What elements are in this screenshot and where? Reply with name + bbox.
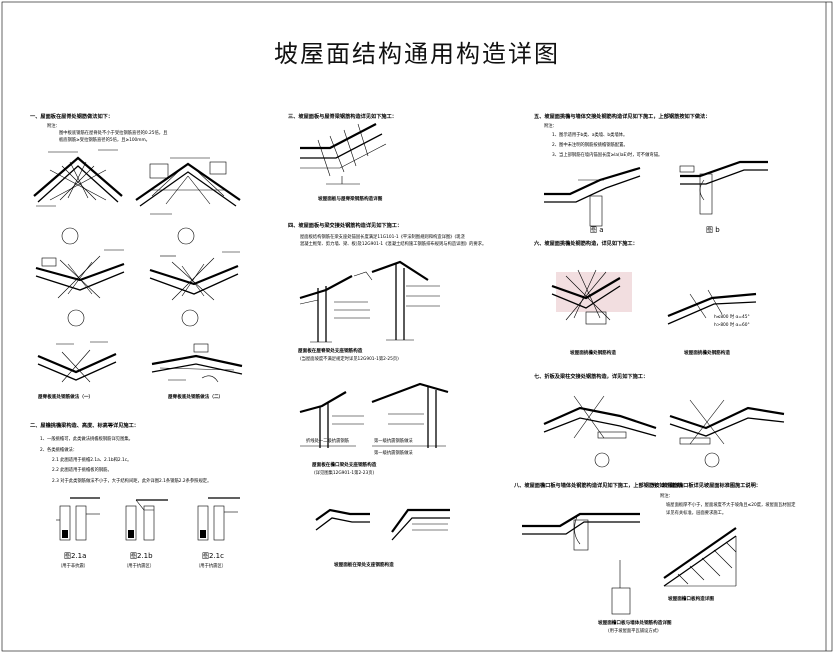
section-9: 九、坡屋面檐口板详见坡屋面标准图施工说明： 附注： 坡屋面板厚不小于，屋面坡度不…: [651, 481, 796, 602]
eave-figure-2-1b: 图2.1b （用于抗震区）: [124, 499, 168, 569]
section-2-item-2: 2、各类挑檐做法：: [40, 446, 77, 453]
beam-support-subcaption-1: (当屋面坡度不满足规定时详见12G901-1第2-25页): [300, 355, 399, 362]
ridge-detail-6: 屋脊板底处钢筋做法（二）: [151, 343, 243, 400]
section-1: 一、屋面板在屋脊处钢筋做法如下： 附注： 图中板底钢筋在屋脊处不小于受拉钢筋直径…: [30, 112, 243, 400]
ridge-beam-detail: 坡屋面板与屋脊梁钢筋构造详图: [300, 123, 387, 202]
eave-caption-right: 坡屋面挑檐处钢筋构造: [684, 349, 730, 356]
wall-eave-figure-b: 图 b: [679, 160, 768, 234]
section-2: 二、屋檐挑檐梁构造、高度、标高等详见施工： 1、一般挑檐可，此类做法挑檐板钢筋详…: [30, 421, 240, 569]
figure-2-1c-label: 图2.1c: [202, 552, 224, 560]
eave-detail-right: h≤800 时 α=45° h>800 时 α=60° 坡屋面挑檐处钢筋构造: [667, 289, 757, 356]
eave-figure-2-1a: 图2.1a （用于非抗震）: [56, 497, 100, 569]
figure-2-1a-label: 图2.1a: [64, 552, 86, 560]
ridge-detail-2: [135, 157, 241, 245]
section-4-note-line-2: 混凝土框架、剪力墙、梁、板)及12G901-1《混凝土结构施工钢筋排布规则与构造…: [300, 240, 486, 247]
section-9-note-label: 附注：: [660, 492, 673, 499]
beam-support-subcaption-2: (详见图集12G901-1第2-23页): [314, 469, 374, 476]
section-6-heading: 六、坡屋面挑檐处钢筋构造，详见如下施工：: [534, 239, 638, 247]
ridge-beam-caption: 坡屋面板与屋脊梁钢筋构造详图: [318, 195, 383, 202]
eave-figure-2-1c: 图2.1c （用于抗震区）: [196, 497, 240, 569]
beam-tag-3: 第一级抗震钢筋做法: [374, 449, 413, 456]
beam-support-caption-3: 坡屋面板在梁处支座钢筋构造: [334, 561, 394, 568]
section-4-note-line-1: 屋面板结构钢筋在梁支座处锚固长度满足11G101-1《平法制图规则和构造详图》(…: [300, 233, 465, 240]
eave-wall-detail: 坡屋面檐口板与墙体处钢筋构造详图 (用于坡屋面平瓦铺设方式): [522, 512, 672, 634]
section-4: 四、坡屋面板与梁交接处钢筋构造详见如下施工： 屋面板结构钢筋在梁支座处锚固长度满…: [288, 221, 486, 568]
section-5: 五、坡屋面挑檐与墙体交接处钢筋构造详见如下施工，上部钢筋按如下做法： 附注： 1…: [534, 112, 768, 234]
section-5-item-2: 2、图中未注明的钢筋按挑檐钢筋配置。: [552, 141, 628, 148]
section-7: 七、折板及梁柱交接处钢筋构造，详见如下施工：: [534, 372, 785, 468]
section-8: 八、坡屋面檐口板与墙体处钢筋构造详见如下施工，上部钢筋按如下做法： 坡屋面檐口板…: [513, 481, 685, 634]
section-5-note-label: 附注：: [544, 122, 557, 129]
section-2-item-4: 2.2 此图适用于挑檐板的钢筋。: [52, 466, 112, 473]
beam-tag-2: 第一级抗震钢筋做法: [374, 437, 413, 444]
section-8-heading: 八、坡屋面檐口板与墙体处钢筋构造详见如下施工，上部钢筋按如下做法：: [513, 481, 685, 489]
tile-roof-detail: 坡屋面檐口板构造详图: [663, 527, 737, 602]
beam-support-detail-2: [371, 260, 440, 341]
section-9-note-line-1: 坡屋面板厚不小于，屋面坡度不大于坡角且≤20度，坡屋面瓦材固定: [666, 501, 796, 508]
section-2-item-5: 2.3 对于此类钢筋做法不小于，大于结构间距，此外详图2.1条钢筋2.2条参照规…: [52, 477, 211, 484]
angle-note-1: h≤800 时 α=45°: [714, 313, 750, 320]
angle-note-2: h>800 时 α=60°: [714, 321, 750, 328]
page-title: 坡屋面结构通用构造详图: [274, 40, 560, 68]
section-1-heading: 一、屋面板在屋脊处钢筋做法如下：: [30, 112, 113, 120]
section-7-heading: 七、折板及梁柱交接处钢筋构造，详见如下施工：: [534, 372, 648, 380]
ridge-detail-4: [149, 251, 240, 327]
beam-support-caption-2: 屋面板在檐口梁处支座钢筋构造: [312, 461, 377, 468]
section-2-heading: 二、屋檐挑檐梁构造、高度、标高等详见施工：: [30, 421, 139, 429]
tile-roof-caption: 坡屋面檐口板构造详图: [668, 595, 714, 602]
wall-eave-figure-a: 图 a: [544, 166, 641, 234]
section-1-note-line-2: 板底钢筋≥受拉钢筋直径的5倍，且≥100mm。: [59, 136, 150, 143]
section-5-item-3: 3、当上部钢筋在墙内锚固长度≥la(laE)时，可不做弯锚。: [552, 151, 662, 158]
fold-plate-detail-2: [669, 399, 785, 468]
figure-2-1b-label: 图2.1b: [130, 552, 153, 560]
section-5-item-1: 1、图示适用于b类、a类墙、b类墙体。: [552, 131, 627, 138]
section-1-note-line-1: 图中板底钢筋在屋脊处不小于受拉钢筋直径的0.25倍，且: [59, 129, 168, 136]
section-1-note-label: 附注：: [47, 122, 60, 129]
slope-beam-detail: 坡屋面板在梁处支座钢筋构造: [315, 508, 450, 568]
eave-wall-caption: 坡屋面檐口板与墙体处钢筋构造详图: [598, 619, 672, 626]
beam-support-detail-4: 第一级抗震钢筋做法 第一级抗震钢筋做法: [371, 382, 449, 456]
ridge-detail-3: [35, 249, 125, 327]
ridge-detail-1: [33, 149, 123, 245]
section-6: 六、坡屋面挑檐处钢筋构造，详见如下施工： 坡屋面挑檐处钢筋构造 h≤800 时 …: [534, 239, 757, 356]
beam-support-detail-1: 屋面板在屋脊梁处支座钢筋构造 (当屋面坡度不满足规定时详见12G901-1第2-…: [298, 271, 399, 362]
fold-plate-detail-1: [543, 395, 657, 468]
figure-a-label: 图 a: [590, 226, 604, 234]
section-3: 三、坡屋面板与屋脊梁钢筋构造详见如下施工： 坡屋面板与屋脊梁钢筋构造详图: [288, 112, 397, 202]
section-5-heading: 五、坡屋面挑檐与墙体交接处钢筋构造详见如下施工，上部钢筋按如下做法：: [534, 112, 710, 120]
eave-caption-left: 坡屋面挑檐处钢筋构造: [570, 349, 616, 356]
beam-support-detail-3: 折线处一二级抗震钢筋: [299, 391, 364, 448]
section-2-item-1: 1、一般挑檐可，此类做法挑檐板钢筋详见图集。: [40, 435, 133, 442]
section-9-heading: 九、坡屋面檐口板详见坡屋面标准图施工说明：: [651, 481, 761, 489]
figure-2-1a-note: （用于非抗震）: [58, 562, 88, 569]
section-3-heading: 三、坡屋面板与屋脊梁钢筋构造详见如下施工：: [288, 112, 397, 120]
ridge-detail-5: 屋脊板底处钢筋做法（一）: [37, 341, 117, 400]
eave-wall-subcaption: (用于坡屋面平瓦铺设方式): [608, 627, 659, 634]
ridge-caption-2: 屋脊板底处钢筋做法（二）: [168, 393, 223, 400]
figure-2-1b-note: （用于抗震区）: [124, 562, 154, 569]
eave-detail-left: 坡屋面挑檐处钢筋构造: [551, 269, 632, 356]
beam-support-caption-1: 屋面板在屋脊梁处支座钢筋构造: [298, 347, 363, 354]
section-9-note-line-2: 详见有关标准，层面要求施工。: [666, 509, 726, 516]
beam-tag-1: 折线处一二级抗震钢筋: [306, 437, 350, 444]
ridge-caption-1: 屋脊板底处钢筋做法（一）: [38, 393, 93, 400]
section-2-item-3: 2.1 此图适用于挑檐2.1a、2.1b和2.1c。: [52, 456, 131, 463]
figure-2-1c-note: （用于抗震区）: [196, 562, 226, 569]
section-4-heading: 四、坡屋面板与梁交接处钢筋构造详见如下施工：: [288, 221, 402, 229]
figure-b-label: 图 b: [706, 226, 720, 234]
